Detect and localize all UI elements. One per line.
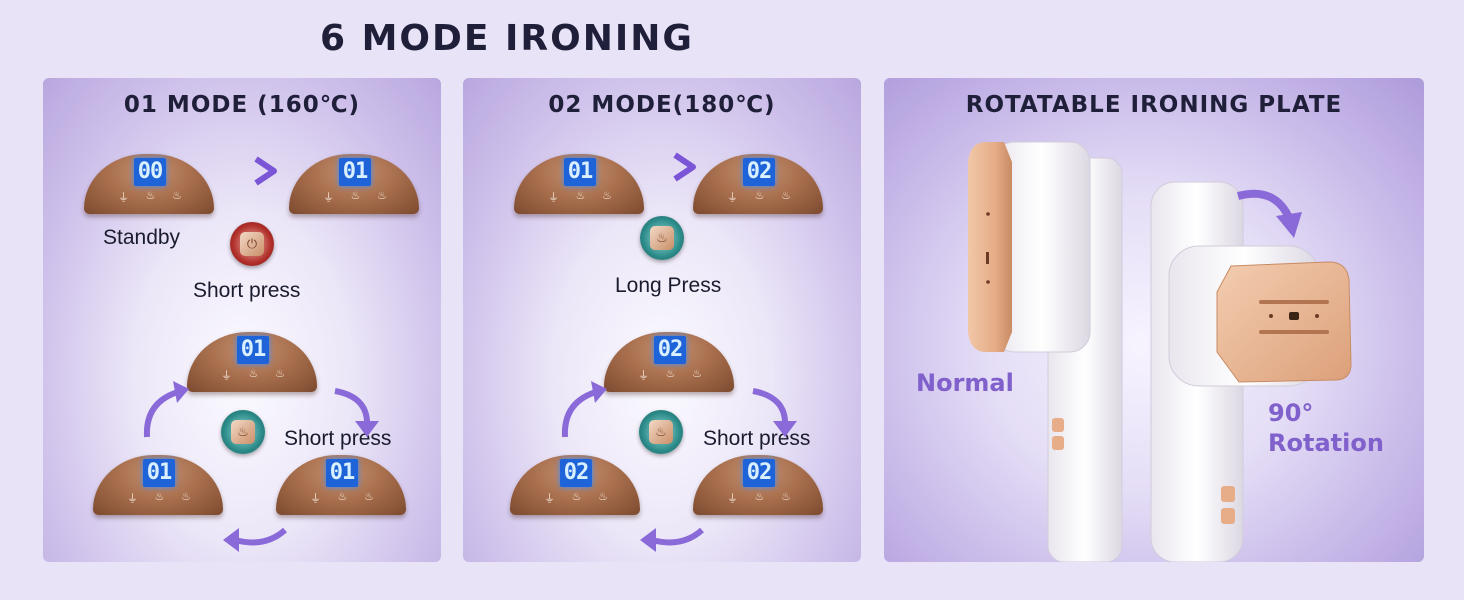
cycle-arrow-icon — [561, 381, 607, 438]
steam-icon: ♨ — [649, 420, 673, 444]
steam-icon: ♨ — [571, 491, 582, 503]
long-press-label: Long Press — [615, 274, 722, 297]
lcd-display: 01 — [143, 459, 175, 487]
lcd-display: 01 — [326, 459, 358, 487]
standby-label: Standby — [103, 226, 181, 249]
rotation-degrees: 90° — [1268, 399, 1314, 427]
steam-icon: ♨ — [145, 190, 156, 202]
control-dome: 01 ⏚ ♨ ♨ — [187, 332, 317, 392]
iron-icon: ⏚ — [323, 192, 334, 204]
steam-max-icon: ♨ — [598, 491, 608, 503]
steam-max-icon: ♨ — [172, 190, 182, 202]
lcd-display: 02 — [654, 336, 686, 364]
steam-max-icon: ♨ — [781, 190, 791, 202]
mode-button: ♨ — [221, 410, 265, 454]
mode-1-title: 01 MODE (160℃) — [123, 92, 361, 118]
steam-icon: ♨ — [231, 420, 255, 444]
page-title: 6 MODE IRONING — [320, 18, 694, 59]
mode-button: ♨ — [640, 216, 684, 260]
power-icon: ⏻ — [240, 232, 264, 256]
lcd-display: 01 — [339, 158, 371, 186]
lcd-display: 01 — [564, 158, 596, 186]
cycle-arrow-icon — [640, 527, 705, 552]
lcd-display: 02 — [743, 158, 775, 186]
mode-2-title: 02 MODE(180℃) — [548, 92, 776, 118]
arrow-right-icon — [641, 152, 696, 182]
power-button: ⏻ — [230, 222, 274, 266]
cycle-arrow-icon — [143, 381, 189, 438]
control-dome: 01 ⏚ ♨ ♨ — [514, 154, 644, 214]
lcd-display: 00 — [134, 158, 166, 186]
steam-icon: ♨ — [754, 190, 765, 202]
iron-icon: ⏚ — [548, 192, 559, 204]
short-press-label: Short press — [193, 279, 301, 302]
steam-max-icon: ♨ — [602, 190, 612, 202]
steam-max-icon: ♨ — [781, 491, 791, 503]
mode-1-panel: 01 MODE (160℃) 00 ⏚ ♨ ♨ 01 ⏚ ♨ ♨ Standby ⏻ S… — [43, 78, 441, 562]
mode-button: ♨ — [639, 410, 683, 454]
control-dome: 02 ⏚ ♨ ♨ — [693, 154, 823, 214]
steamer-normal-image — [968, 141, 1123, 562]
iron-icon: ⏚ — [127, 493, 138, 505]
steam-icon: ♨ — [665, 368, 676, 380]
steamer-rotated-image — [1150, 181, 1352, 562]
cycle-arrow-icon — [334, 388, 379, 437]
steam-icon: ♨ — [154, 491, 165, 503]
rotatable-plate-panel: ROTATABLE IRONING PLATE Normal — [884, 78, 1424, 562]
control-dome: 02 ⏚ ♨ ♨ — [693, 455, 823, 515]
lcd-display: 02 — [743, 459, 775, 487]
mode-2-panel: 02 MODE(180℃) 01 ⏚ ♨ ♨ 02 ⏚ ♨ ♨ ♨ Long Press… — [463, 78, 861, 562]
steam-max-icon: ♨ — [692, 368, 702, 380]
steam-max-icon: ♨ — [377, 190, 387, 202]
control-dome: 02 ⏚ ♨ ♨ — [510, 455, 640, 515]
cycle-arrow-icon — [223, 527, 288, 552]
steam-icon: ♨ — [337, 491, 348, 503]
control-dome: 01 ⏚ ♨ ♨ — [276, 455, 406, 515]
steam-icon: ♨ — [575, 190, 586, 202]
lcd-display: 01 — [237, 336, 269, 364]
iron-icon: ⏚ — [221, 370, 232, 382]
lcd-display: 02 — [560, 459, 592, 487]
steam-max-icon: ♨ — [364, 491, 374, 503]
control-dome: 02 ⏚ ♨ ♨ — [604, 332, 734, 392]
arrow-right-icon — [222, 156, 277, 186]
iron-icon: ⏚ — [118, 192, 129, 204]
cycle-arrow-icon — [752, 388, 797, 437]
steam-max-icon: ♨ — [275, 368, 285, 380]
control-dome: 01 ⏚ ♨ ♨ — [289, 154, 419, 214]
control-dome: 01 ⏚ ♨ ♨ — [93, 455, 223, 515]
control-dome: 00 ⏚ ♨ ♨ — [84, 154, 214, 214]
rotation-label: Rotation — [1268, 429, 1384, 457]
iron-icon: ⏚ — [638, 370, 649, 382]
iron-icon: ⏚ — [727, 192, 738, 204]
iron-icon: ⏚ — [310, 493, 321, 505]
steam-max-icon: ♨ — [181, 491, 191, 503]
steam-icon: ♨ — [248, 368, 259, 380]
rotatable-plate-title: ROTATABLE IRONING PLATE — [965, 92, 1343, 118]
iron-icon: ⏚ — [544, 493, 555, 505]
normal-label: Normal — [916, 369, 1014, 397]
iron-icon: ⏚ — [727, 493, 738, 505]
steam-icon: ♨ — [650, 226, 674, 250]
steam-icon: ♨ — [350, 190, 361, 202]
rotation-arrow-icon — [1236, 189, 1302, 238]
steam-icon: ♨ — [754, 491, 765, 503]
